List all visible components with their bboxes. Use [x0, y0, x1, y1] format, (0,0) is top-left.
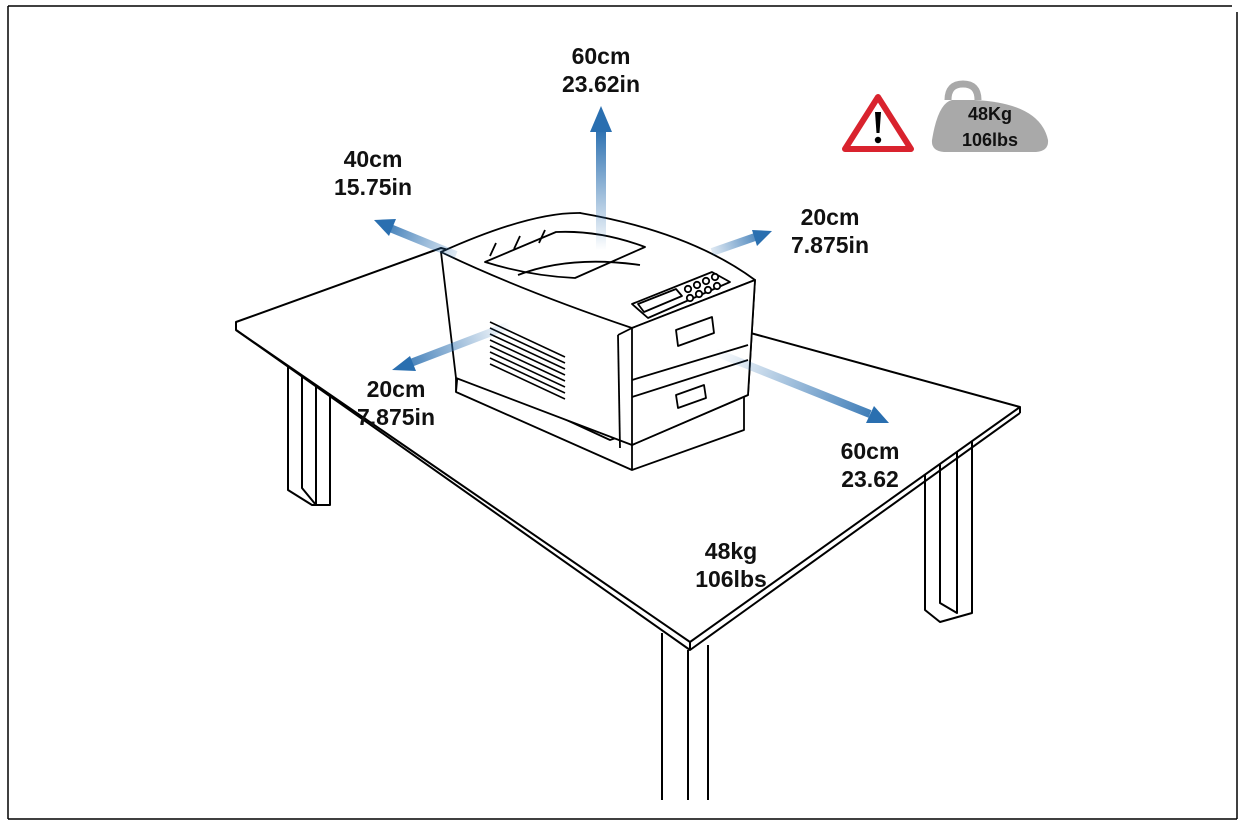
arrow-rear [374, 219, 458, 259]
arrow-top [590, 106, 612, 250]
weight-badge-imperial: 106lbs [961, 130, 1019, 150]
clearance-front-metric: 60cm [840, 438, 900, 464]
frame [7, 5, 1238, 820]
clearance-rear-metric: 40cm [343, 146, 403, 172]
clearance-left-imperial: 7.875in [357, 404, 435, 430]
clearance-front-label: 60cm 23.62 [815, 437, 925, 493]
clearance-rear-label: 40cm 15.75in [318, 145, 428, 201]
arrow-right [710, 230, 772, 256]
table-weight-imperial: 106lbs [695, 566, 767, 592]
weight-badge-metric: 48Kg [967, 104, 1012, 124]
clearance-rear-imperial: 15.75in [334, 174, 412, 200]
clearance-left-metric: 20cm [366, 376, 426, 402]
clearance-top-label: 60cm 23.62in [541, 42, 661, 98]
arrow-left [392, 321, 512, 371]
clearance-top-imperial: 23.62in [562, 71, 640, 97]
table-weight-label: 48kg 106lbs [676, 537, 786, 593]
table-weight-metric: 48kg [704, 538, 758, 564]
kettlebell-weight-icon [931, 80, 1049, 152]
clearance-left-label: 20cm 7.875in [341, 375, 451, 431]
warning-triangle-icon [842, 94, 914, 152]
clearance-front-imperial: 23.62 [841, 466, 899, 492]
clearance-top-metric: 60cm [571, 43, 631, 69]
weight-badge-label: 48Kg 106lbs [935, 101, 1045, 153]
clearance-right-metric: 20cm [800, 204, 860, 230]
arrow-front [713, 348, 889, 423]
clearance-right-label: 20cm 7.875in [775, 203, 885, 259]
clearance-right-imperial: 7.875in [791, 232, 869, 258]
